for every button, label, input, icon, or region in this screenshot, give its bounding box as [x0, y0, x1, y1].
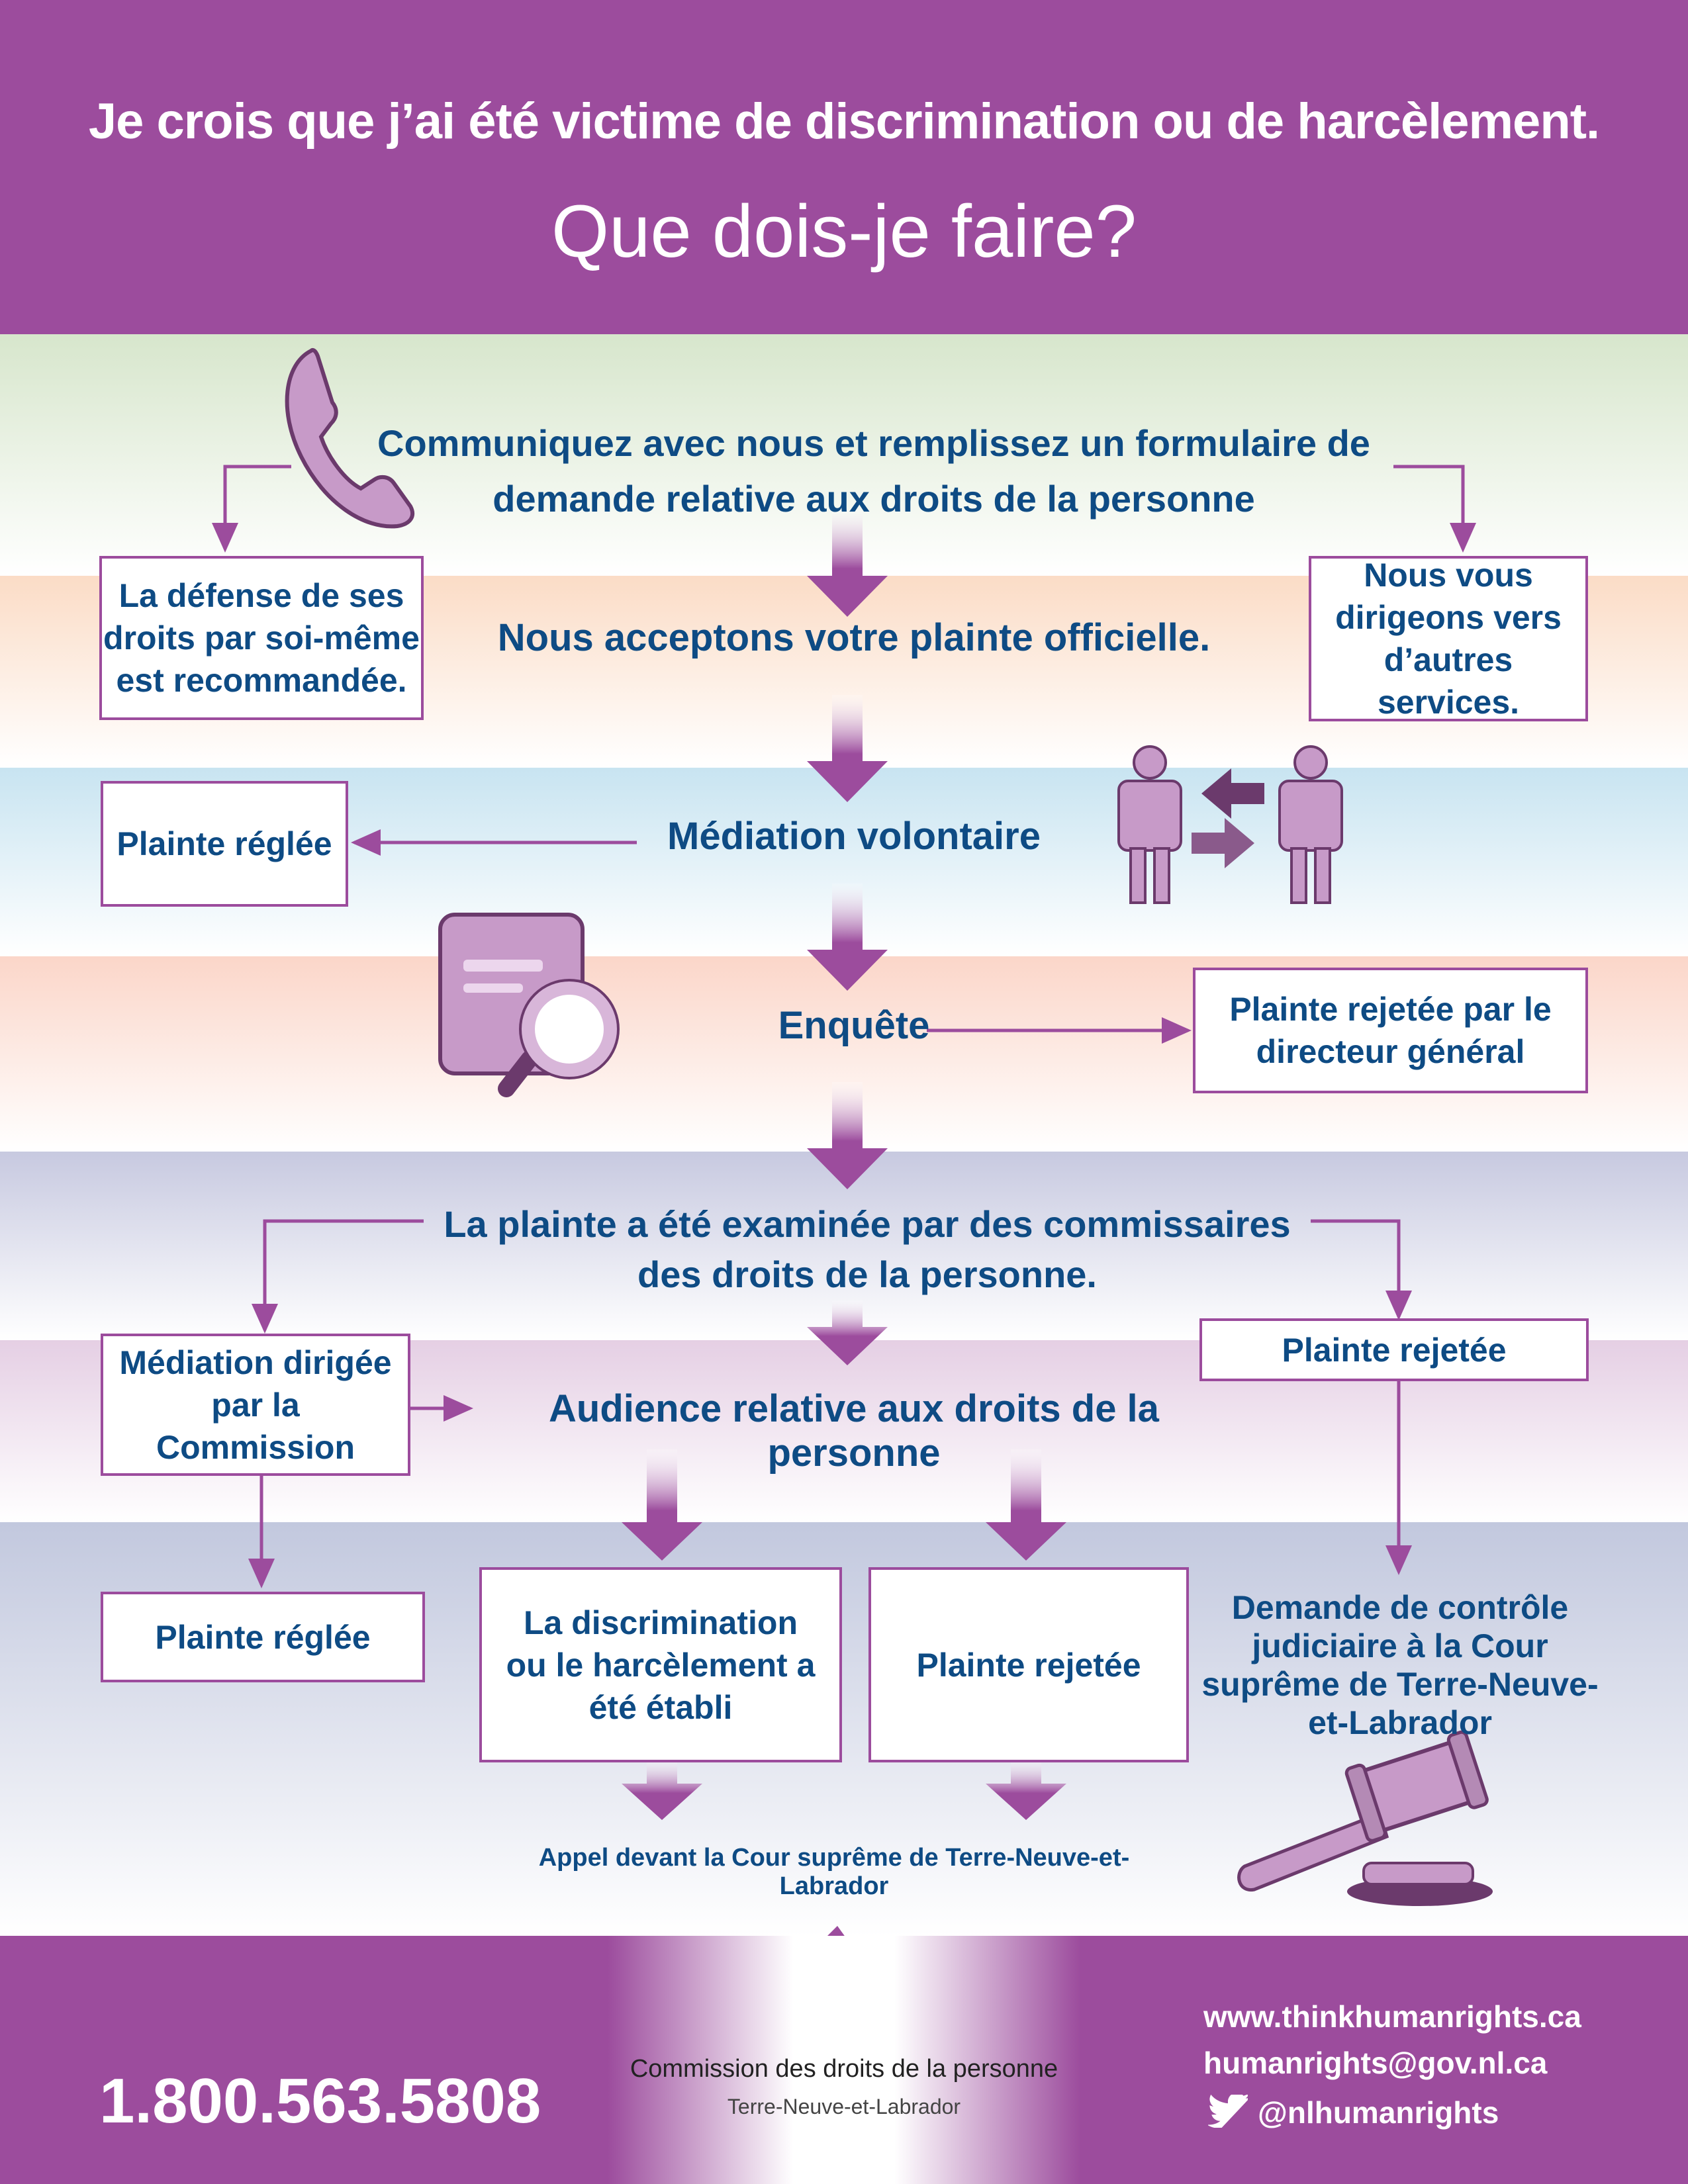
page-subtitle: Que dois-je faire?	[551, 190, 1137, 273]
box-self-advocacy: La défense de ses droits par soi-même es…	[99, 556, 424, 720]
box-established: La discrimination ou le harcèlement a ét…	[479, 1567, 842, 1762]
box-settled-2: Plainte réglée	[101, 1592, 425, 1682]
step-review: La plainte a été examinée par des commis…	[444, 1203, 1291, 1295]
down-arrow	[807, 1082, 888, 1189]
down-arrow	[807, 510, 888, 617]
people-exchange-icon	[1117, 745, 1343, 904]
footer-twitter[interactable]: @nlhumanrights	[1258, 2095, 1499, 2130]
connector-line	[1393, 465, 1476, 553]
gavel-icon	[1237, 1730, 1493, 1906]
down-arrow	[807, 1300, 888, 1365]
footer-org-name: Commission des droits de la personne	[630, 2055, 1058, 2083]
footer-email[interactable]: humanrights@gov.nl.ca	[1203, 2046, 1548, 2080]
step-mediation: Médiation volontaire	[667, 815, 1041, 858]
down-arrow	[622, 1449, 702, 1561]
box-settled-1: Plainte réglée	[101, 781, 348, 907]
step-hearing: Audience relative aux droits de la perso…	[549, 1387, 1159, 1475]
box-dismissed-director: Plainte rejetée par le directeur général	[1193, 968, 1588, 1093]
connector-line	[212, 465, 291, 553]
footer-phone[interactable]: 1.800.563.5808	[99, 2066, 541, 2136]
document-magnifier-icon	[438, 913, 620, 1097]
connector-line	[252, 1219, 424, 1334]
page-title: Je crois que j’ai été victime de discrim…	[88, 93, 1600, 150]
step-appeal: Appel devant la Cour suprême de Terre-Ne…	[538, 1844, 1130, 1900]
header-banner	[0, 0, 1688, 334]
phone-icon	[285, 348, 415, 529]
down-arrow	[986, 1760, 1066, 1820]
footer-banner	[0, 1936, 1688, 2184]
box-referral: Nous vous dirigeons vers d’autres servic…	[1309, 556, 1588, 721]
step-investigation: Enquête	[778, 1004, 930, 1047]
twitter-icon[interactable]	[1208, 2095, 1248, 2128]
step-contact: Communiquez avec nous et remplissez un f…	[377, 422, 1370, 520]
box-commission-mediation: Médiation dirigée par la Commission	[101, 1334, 410, 1476]
down-arrow	[622, 1760, 702, 1820]
footer-org-region: Terre-Neuve-et-Labrador	[727, 2095, 961, 2118]
down-arrow	[807, 695, 888, 802]
down-arrow	[986, 1449, 1066, 1561]
connector-line	[1311, 1219, 1412, 1320]
down-arrow	[807, 884, 888, 991]
step-judicial-review: Demande de contrôle judiciaire à la Cour…	[1201, 1589, 1599, 1741]
box-dismissed-1: Plainte rejetée	[1199, 1318, 1589, 1381]
box-dismissed-2: Plainte rejetée	[868, 1567, 1189, 1762]
step-accept: Nous acceptons votre plainte officielle.	[497, 616, 1211, 659]
footer-website[interactable]: www.thinkhumanrights.ca	[1203, 1999, 1581, 2034]
